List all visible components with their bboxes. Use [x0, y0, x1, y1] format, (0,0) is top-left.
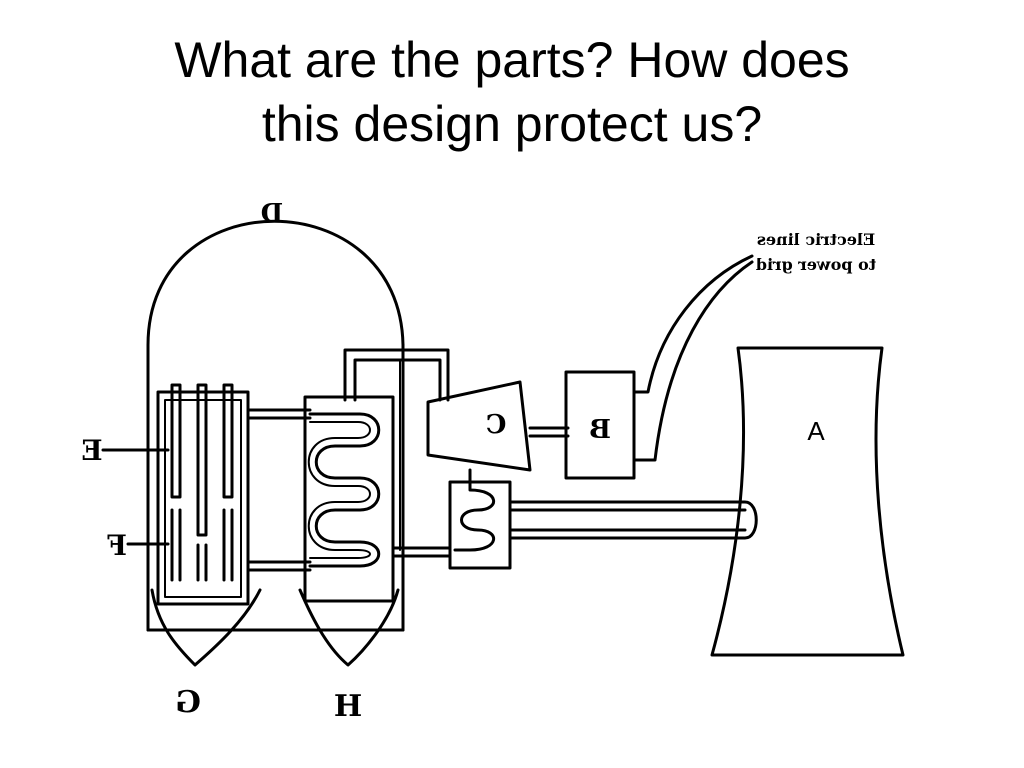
bracket-h [298, 588, 400, 667]
slide-title: What are the parts? How does this design… [0, 28, 1024, 156]
primary-loop-bottom-pipe [246, 560, 312, 572]
turbine-generator-shaft [528, 426, 570, 438]
control-rod-1 [170, 383, 182, 499]
cooling-tower [710, 346, 905, 657]
title-line-1: What are the parts? How does [174, 32, 850, 88]
generator [564, 370, 636, 480]
feedwater-pipe [391, 546, 452, 558]
turbine [426, 380, 532, 472]
electric-line-1 [632, 254, 754, 394]
cooling-pipe [508, 500, 758, 540]
reactor-vessel-outer [156, 390, 250, 606]
label-c: C [486, 410, 507, 440]
bracket-g [150, 588, 262, 667]
label-a: A [807, 416, 825, 446]
steam-pipe [343, 348, 450, 402]
reactor-vessel-inner [164, 399, 242, 598]
electric-line-2 [632, 260, 754, 462]
label-e: E [81, 434, 102, 467]
primary-loop-top-pipe [246, 408, 312, 420]
title-line-2: this design protect us? [261, 96, 763, 152]
primary-coil-inner [307, 421, 371, 559]
electric-lines-label-line-1: Electric lines [757, 230, 875, 249]
steam-generator [303, 395, 395, 603]
label-g: G [175, 685, 201, 720]
label-b: B [589, 415, 611, 445]
control-rod-2 [196, 383, 208, 537]
containment-dome [146, 219, 405, 632]
label-f: F [107, 529, 127, 562]
label-h: H [334, 689, 362, 724]
primary-coil [308, 412, 381, 568]
condenser [448, 480, 512, 570]
control-rod-3 [222, 383, 234, 499]
condenser-coil [453, 468, 496, 552]
label-d: D [261, 199, 284, 229]
electric-lines-label-line-2: to power grid [756, 255, 876, 274]
